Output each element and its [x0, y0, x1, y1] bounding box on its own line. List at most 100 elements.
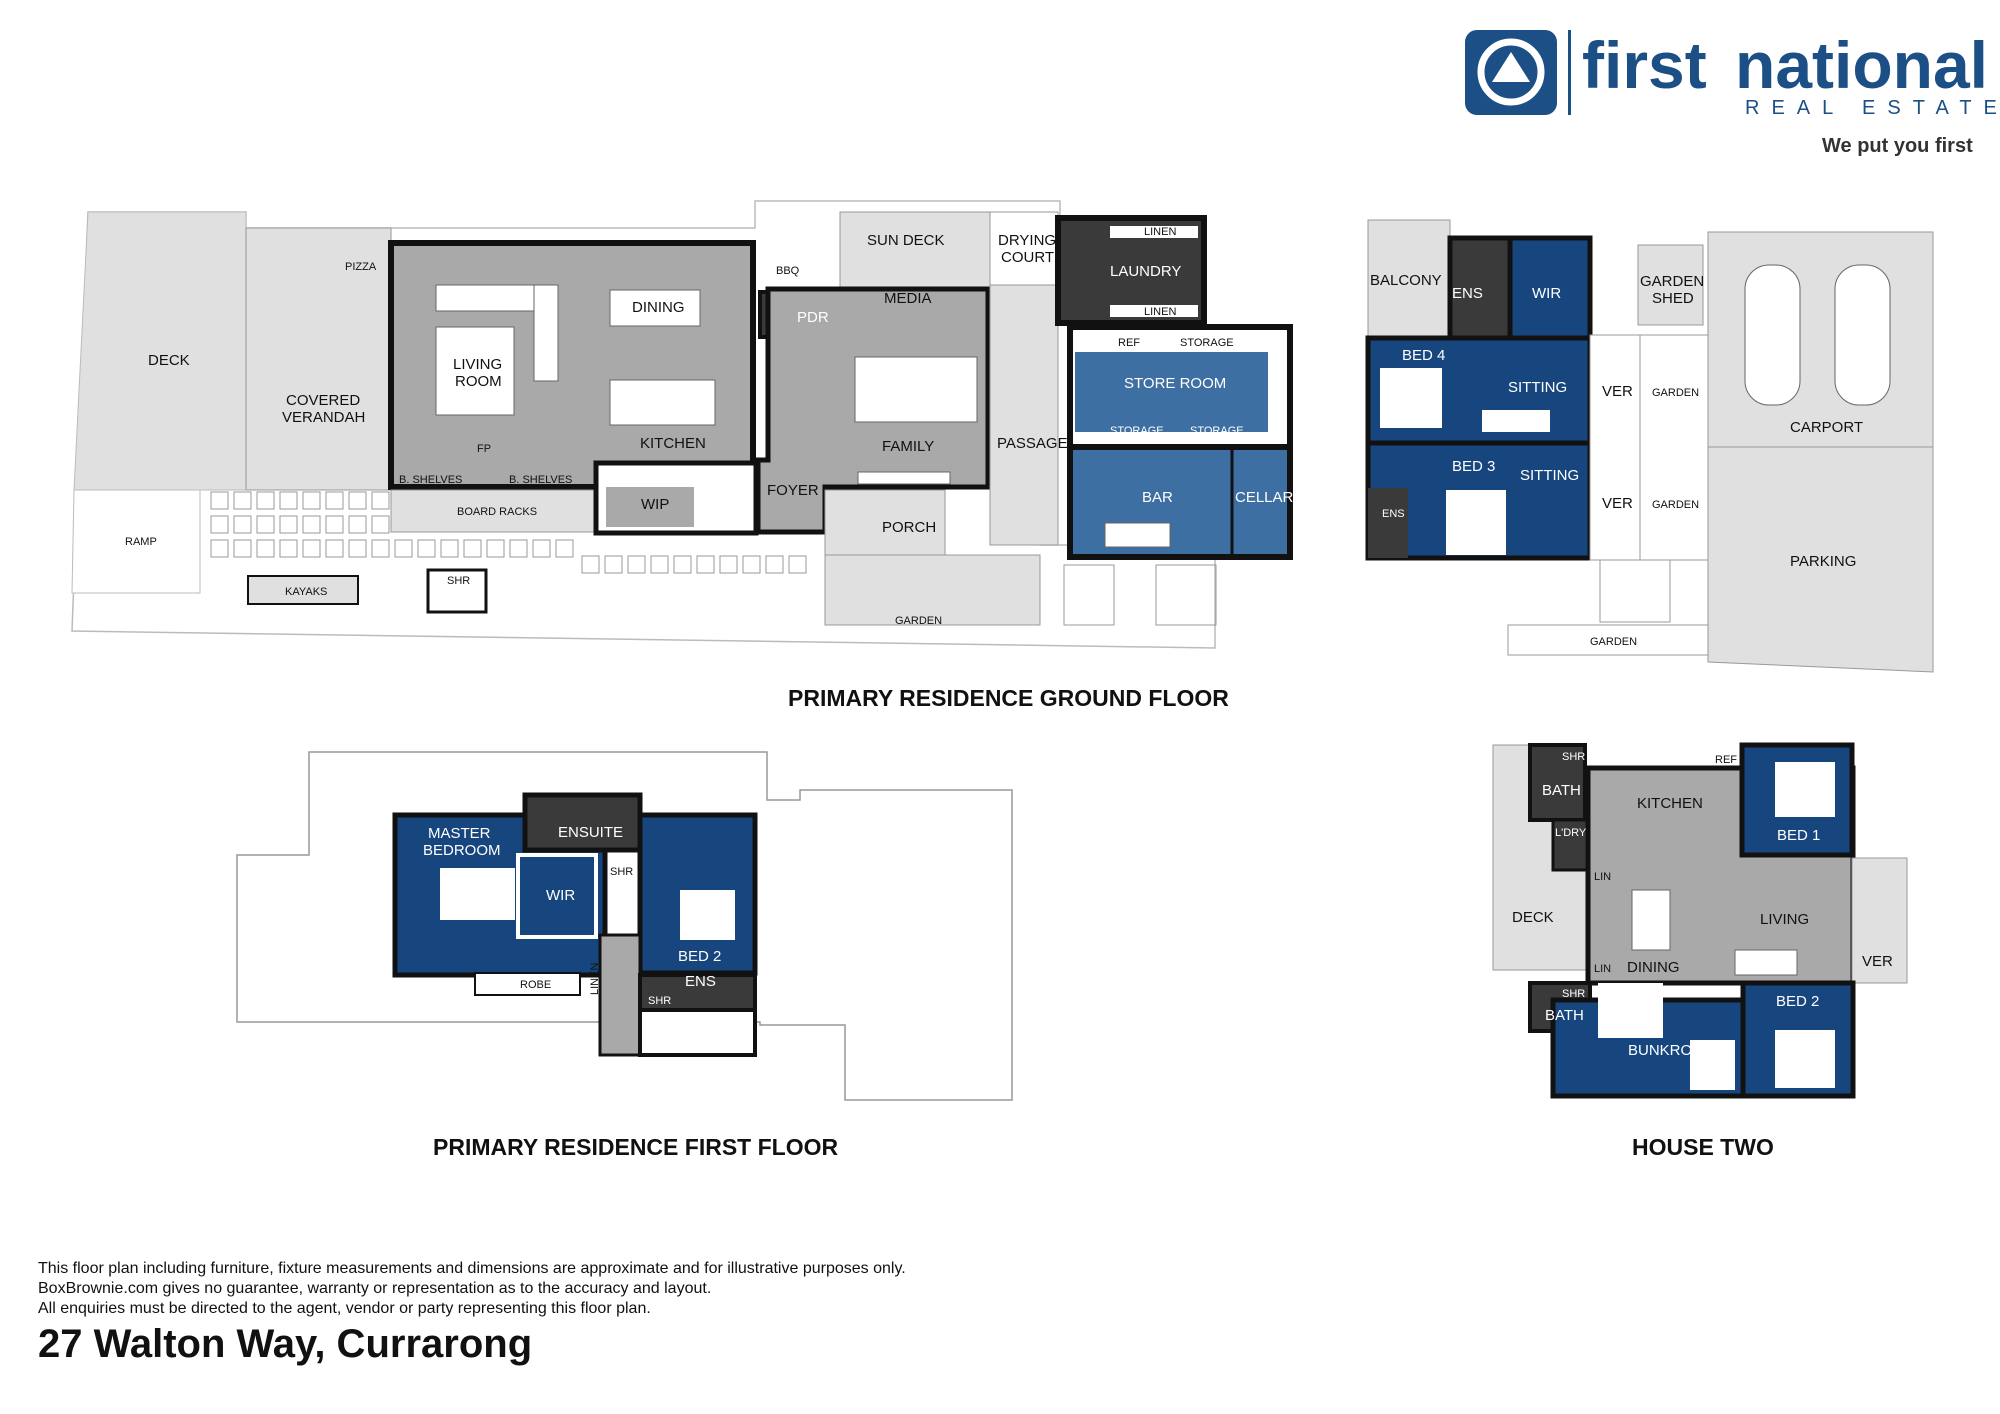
label-pdr: PDR [797, 309, 829, 326]
ground-floor-plan: DECK RAMP PIZZA COVERED VERANDAH LIVING … [71, 200, 1294, 649]
heading-house-two: HOUSE TWO [1632, 1134, 1774, 1160]
disclaimer-line-1: This floor plan including furniture, fix… [38, 1260, 906, 1277]
label-storage-3: STORAGE [1190, 425, 1244, 437]
logo-tagline: We put you first [1822, 135, 1973, 157]
label-wip: WIP [641, 496, 669, 513]
label-parking: PARKING [1790, 553, 1856, 570]
label-living: LIVING [453, 356, 502, 373]
passage-area [989, 284, 1059, 546]
label-store-room: STORE ROOM [1124, 375, 1226, 392]
logo-name-first: first [1582, 28, 1707, 102]
house-two-ground-plan: BALCONY ENS WIR BED 4 SITTING BED 3 SITT… [1365, 219, 1934, 673]
label-kitchen: KITCHEN [640, 435, 706, 452]
label-verandah: VERANDAH [282, 409, 365, 426]
label-bbq: BBQ [776, 265, 800, 277]
label-passage: PASSAGE [997, 435, 1068, 452]
label-shr-first-2: SHR [648, 995, 671, 1007]
verandah-area [245, 227, 392, 491]
label-ens-first: ENS [685, 973, 716, 990]
label-garden-shed-2: SHED [1652, 290, 1694, 307]
label-ensuite: ENSUITE [558, 824, 623, 841]
label-b-shelves-1: B. SHELVES [399, 474, 462, 486]
label-shr-first: SHR [610, 866, 633, 878]
label-bath-1: BATH [1542, 782, 1581, 799]
parking-area [1707, 446, 1934, 673]
disclaimer: This floor plan including furniture, fix… [38, 1259, 906, 1319]
label-wir-small: WIR [615, 913, 636, 925]
label-b-shelves-2: B. SHELVES [509, 474, 572, 486]
label-ver-2: VER [1602, 495, 1633, 512]
label-garden-2: GARDEN [1652, 499, 1699, 511]
ver-h2 [1851, 857, 1908, 984]
label-ens-lower: ENS [1382, 508, 1405, 520]
label-pizza: PIZZA [345, 261, 377, 273]
house-two-plan: SHR BATH L'DRY KITCHEN REF BED 1 LIN DEC… [1492, 742, 1908, 1099]
label-carport: CARPORT [1790, 419, 1863, 436]
deck-area [73, 211, 247, 491]
label-sitting-2: SITTING [1520, 467, 1579, 484]
garden-strip-h2 [1639, 334, 1709, 561]
label-bedroom: BEDROOM [423, 842, 501, 859]
label-balcony: BALCONY [1370, 272, 1442, 289]
sun-deck-area [839, 211, 991, 290]
ensuite-first [522, 792, 643, 853]
label-wir-first: WIR [546, 887, 575, 904]
label-dining-h2: DINING [1627, 959, 1680, 976]
label-shr-h2-2: SHR [1562, 988, 1585, 1000]
label-shr: SHR [447, 575, 470, 587]
logo-sub: REAL ESTATE [1745, 97, 2000, 119]
label-deck-h2: DECK [1512, 909, 1554, 926]
label-master: MASTER [428, 825, 491, 842]
kayaks-rack [247, 575, 359, 605]
label-bath-2: BATH [1545, 1007, 1584, 1024]
garden-strip [824, 554, 1041, 626]
label-bed4: BED 4 [1402, 347, 1445, 364]
first-floor-plan: MASTER BEDROOM ENSUITE SHR WIR WIR BED 2… [236, 751, 1013, 1101]
garden-bottom [1507, 624, 1709, 656]
label-bed2-h2: BED 2 [1776, 993, 1819, 1010]
label-ref-h2: REF [1715, 754, 1737, 766]
label-bed1-h2: BED 1 [1777, 827, 1820, 844]
label-storage-2: STORAGE [1110, 425, 1164, 437]
label-shr-h2-1: SHR [1562, 751, 1585, 763]
label-laundry: LAUNDRY [1110, 263, 1181, 280]
label-linen-2: LINEN [1144, 306, 1176, 318]
label-ens-upper: ENS [1452, 285, 1483, 302]
label-bar: BAR [1142, 489, 1173, 506]
logo-name-national: national [1735, 28, 1988, 102]
label-linen-1: LINEN [1144, 226, 1176, 238]
robe-area [474, 972, 581, 996]
label-linen-first: LINEN [589, 963, 601, 995]
label-garden-3: GARDEN [1590, 636, 1637, 648]
ens-lower [1368, 488, 1408, 558]
ramp-area [71, 489, 201, 594]
label-family: FAMILY [882, 438, 934, 455]
label-ldry: L'DRY [1555, 827, 1587, 839]
label-porch: PORCH [882, 519, 936, 536]
label-garden-shed-1: GARDEN [1640, 273, 1704, 290]
stairs-first [638, 1008, 757, 1057]
label-foyer: FOYER [767, 482, 819, 499]
carport-area [1707, 231, 1934, 448]
label-lin-1: LIN [1594, 871, 1611, 883]
label-lin-2: LIN [1594, 963, 1611, 975]
label-bed2-first: BED 2 [678, 948, 721, 965]
label-bed3: BED 3 [1452, 458, 1495, 475]
label-cellar: CELLAR [1235, 489, 1294, 506]
heading-first: PRIMARY RESIDENCE FIRST FLOOR [433, 1134, 838, 1160]
brand-logo: first national REAL ESTATE We put you fi… [1465, 28, 2000, 157]
property-address: 27 Walton Way, Currarong [38, 1322, 533, 1366]
label-deck: DECK [148, 352, 190, 369]
verandah-strip [1589, 334, 1641, 561]
label-kayaks: KAYAKS [285, 586, 327, 598]
hall-first [598, 933, 642, 1057]
label-living-h2: LIVING [1760, 911, 1809, 928]
label-garden-1: GARDEN [1652, 387, 1699, 399]
label-media: MEDIA [884, 290, 932, 307]
label-bunkroom: BUNKROOM [1628, 1042, 1716, 1059]
label-kitchen-h2: KITCHEN [1637, 795, 1703, 812]
label-sitting-1: SITTING [1508, 379, 1567, 396]
label-garden: GARDEN [895, 615, 942, 627]
ldry-block [1551, 818, 1590, 872]
label-ver-h2: VER [1862, 953, 1893, 970]
